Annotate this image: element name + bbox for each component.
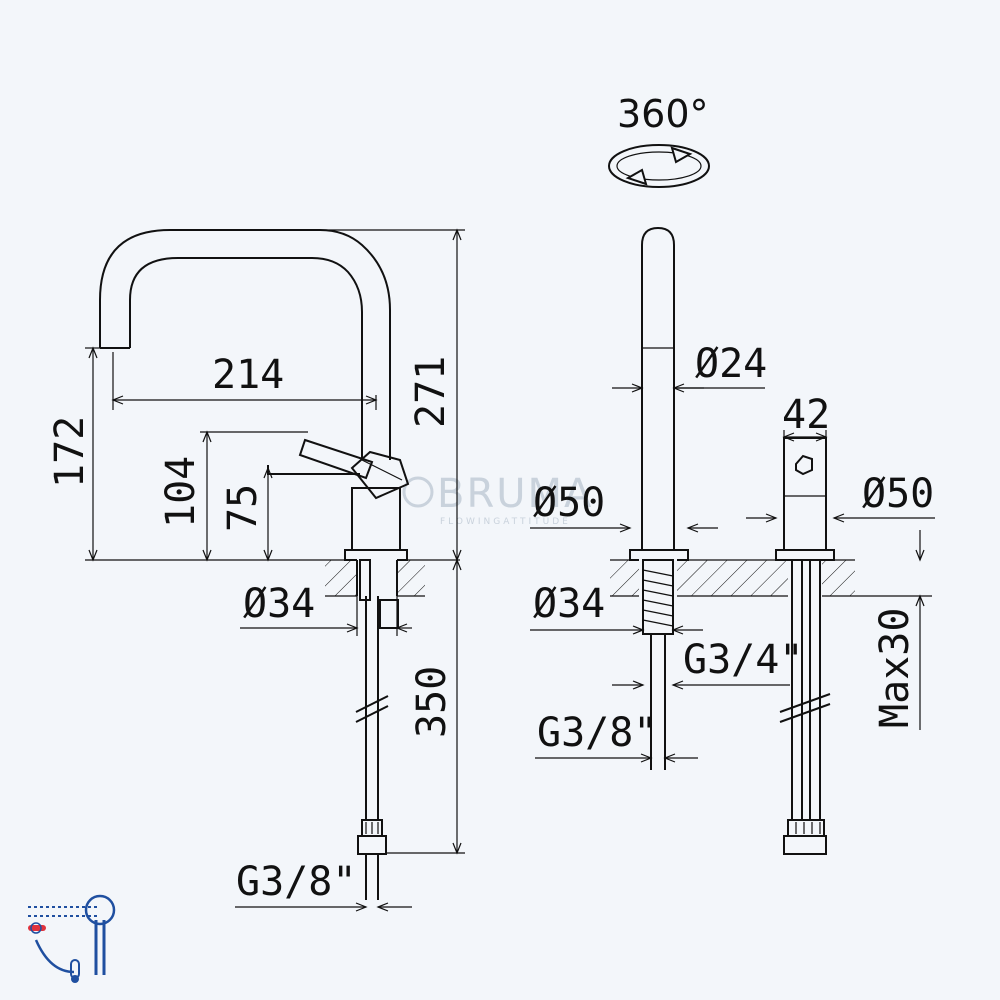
dim-diameter-detail-label: Ø50 [862, 471, 934, 517]
dim-base-diameter: Ø34 [240, 581, 412, 636]
rotation-label: 360° [617, 92, 709, 136]
dim-base-diameter-front: Ø50 [530, 480, 718, 533]
detail-body [775, 437, 835, 561]
dim-diameter-detail: Ø50 [746, 471, 935, 523]
dim-shank-diameter-front: Ø34 [530, 581, 703, 635]
counter-front [610, 558, 855, 598]
side-detail: 42 Ø50 Max30 [746, 392, 935, 855]
hot-water-icon [28, 922, 46, 934]
side-view: 214 172 271 104 75 [47, 228, 465, 912]
dim-lever-height-label: 104 [158, 456, 204, 528]
dim-shank-diameter-label: Ø34 [533, 581, 605, 627]
watermark-tagline: FLOWINGATTITUDE [440, 517, 571, 527]
dim-spout-diameter-label: Ø24 [695, 341, 767, 387]
temperature-icon [70, 959, 80, 983]
dim-base-diameter-front-label: Ø50 [533, 480, 605, 526]
rotation-arrows-icon [608, 144, 710, 188]
dim-max-thickness: Max30 [855, 530, 932, 730]
watermark-brand: BRUMA [437, 471, 593, 517]
threaded-shank [642, 559, 674, 770]
rotation-indicator: 360° [608, 92, 710, 188]
dim-reach-label: 214 [212, 352, 284, 398]
dim-spout-height: 172 [47, 346, 155, 562]
dim-total-height-label: 271 [408, 356, 454, 428]
watermark-logo-icon [402, 476, 434, 508]
dim-shank-thread-front: G3/4" [612, 637, 803, 690]
dim-width-detail: 42 [782, 392, 830, 442]
dim-max-thickness-label: Max30 [872, 608, 918, 728]
dim-hose-length: 350 [386, 558, 465, 855]
dim-hose-thread-label: G3/8" [236, 859, 356, 905]
dim-shank-thread-label: G3/4" [683, 637, 803, 683]
dim-hose-thread-front-label: G3/8" [537, 710, 657, 756]
detail-hoses [779, 560, 831, 855]
dim-hose-thread-front: G3/8" [535, 710, 698, 763]
spout-front [641, 226, 675, 550]
spout [99, 229, 391, 460]
dim-total-height: 271 [172, 228, 465, 562]
dim-reach: 214 [111, 352, 378, 410]
lever-handle [267, 438, 410, 500]
dim-base-diameter-label: Ø34 [243, 581, 315, 627]
dim-width-detail-label: 42 [782, 392, 830, 438]
dim-body-height: 75 [220, 466, 273, 562]
dim-body-height-label: 75 [220, 484, 266, 532]
dim-hose-thread: G3/8" [235, 859, 412, 912]
hose [355, 559, 399, 900]
dim-hose-length-label: 350 [409, 666, 455, 738]
dim-lever-height: 104 [158, 430, 308, 562]
lever-cartridge-icon [795, 454, 813, 476]
dim-spout-height-label: 172 [47, 416, 93, 488]
dim-spout-diameter-front: Ø24 [612, 341, 767, 393]
single-lever-mixer-icon [28, 894, 116, 983]
front-view: Ø24 Ø50 Ø34 G3/4" G3/8" [530, 226, 855, 770]
watermark: BRUMA FLOWINGATTITUDE [402, 471, 593, 527]
